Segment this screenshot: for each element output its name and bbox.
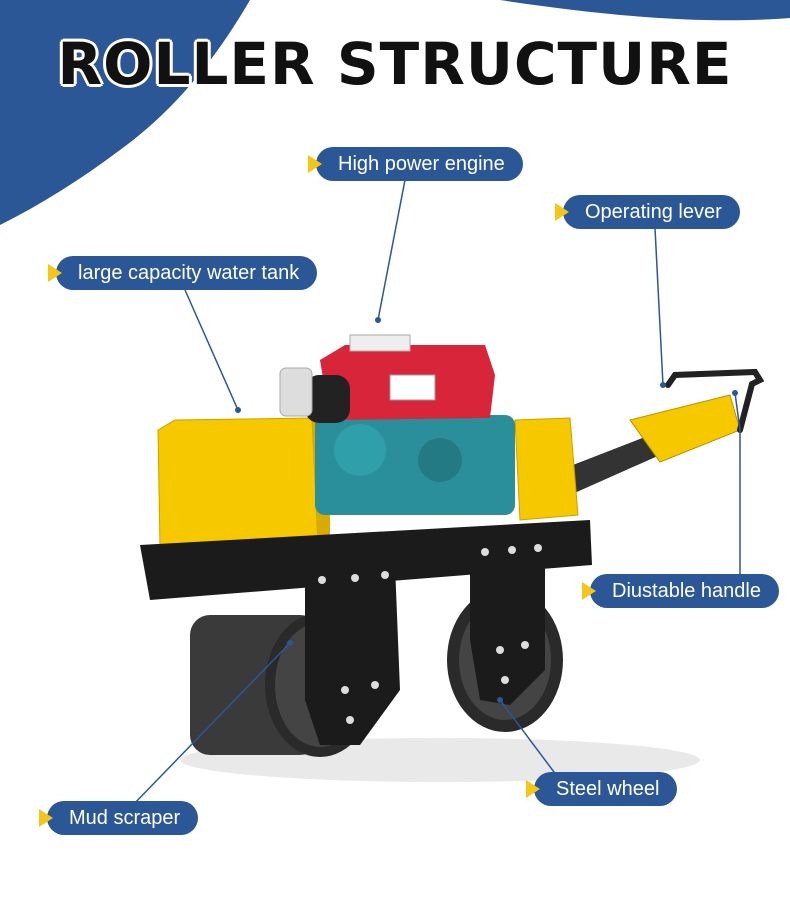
label-high-power-engine: High power engine	[308, 147, 523, 181]
label-adjustable-handle: Diustable handle	[582, 574, 779, 608]
label-text: High power engine	[338, 153, 505, 175]
label-operating-lever: Operating lever	[555, 195, 740, 229]
arrow-marker-icon	[582, 582, 596, 600]
label-steel-wheel: Steel wheel	[526, 772, 678, 806]
arrow-marker-icon	[308, 155, 322, 173]
arrow-marker-icon	[555, 203, 569, 221]
label-text: Operating lever	[585, 201, 722, 223]
arrow-marker-icon	[526, 780, 540, 798]
arrow-marker-icon	[39, 809, 53, 827]
label-text: Diustable handle	[612, 580, 761, 602]
label-text: Mud scraper	[69, 807, 181, 829]
arrow-marker-icon	[48, 264, 62, 282]
label-mud-scraper: Mud scraper	[39, 801, 199, 835]
label-text: Steel wheel	[556, 778, 660, 800]
label-text: large capacity water tank	[78, 262, 300, 284]
label-water-tank: large capacity water tank	[48, 256, 318, 290]
page-title: ROLLER STRUCTURE	[57, 30, 733, 98]
